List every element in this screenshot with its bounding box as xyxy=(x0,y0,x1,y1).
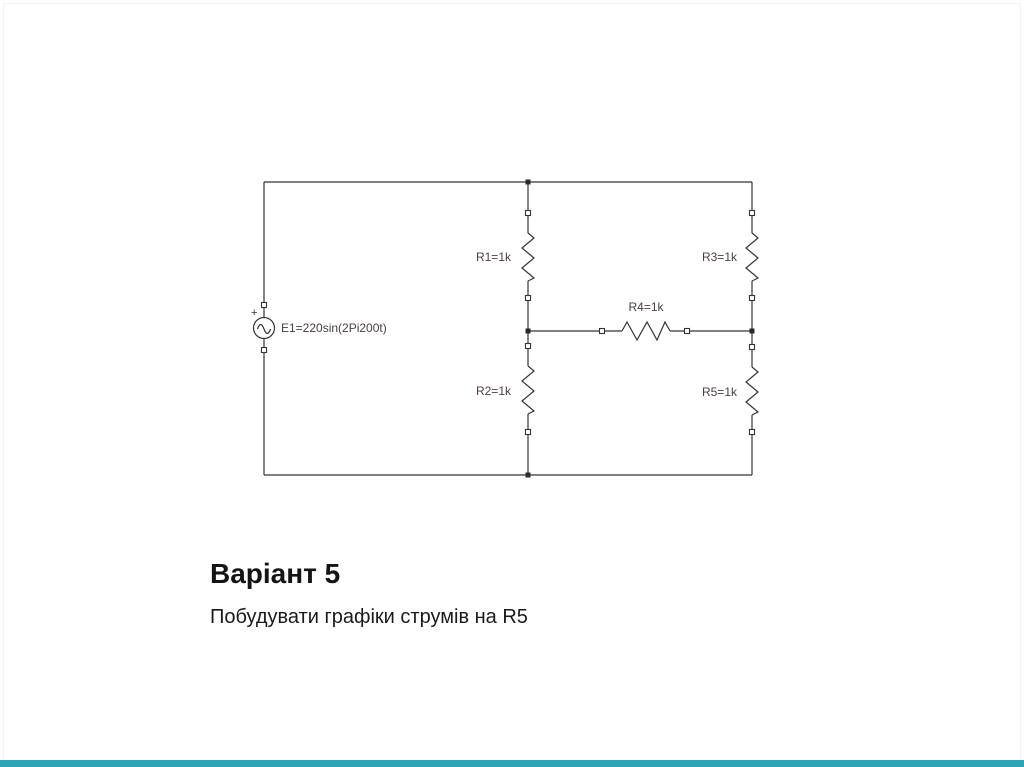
terminal-square xyxy=(748,209,756,217)
resistor-label: R5=1k xyxy=(702,385,738,399)
resistor-zigzag-icon xyxy=(621,320,671,342)
terminal-square xyxy=(524,428,532,436)
junction-dot xyxy=(525,328,531,334)
resistor-zigzag-icon xyxy=(745,232,760,282)
terminal-square xyxy=(260,346,268,354)
resistor-R2: R2=1k xyxy=(476,342,536,436)
sine-wave-icon xyxy=(256,323,272,335)
junction-dot xyxy=(525,472,531,478)
slide-title: Варіант 5 xyxy=(210,558,341,589)
resistor-R5: R5=1k xyxy=(702,343,760,436)
resistor-label: R3=1k xyxy=(702,250,738,264)
terminal-square xyxy=(260,301,268,309)
terminal-square xyxy=(524,209,532,217)
resistor-R1: R1=1k xyxy=(476,209,536,302)
resistor-zigzag-icon xyxy=(745,366,760,416)
resistor-label: R4=1k xyxy=(628,300,664,314)
terminal-square xyxy=(748,428,756,436)
bottom-accent-bar xyxy=(0,760,1024,767)
junction-dot xyxy=(749,328,755,334)
resistor-R3: R3=1k xyxy=(702,209,760,302)
junction-dots xyxy=(525,179,755,478)
terminal-square xyxy=(524,294,532,302)
terminal-square xyxy=(524,342,532,350)
voltage-source-E1: + E1=220sin(2Pi200t) xyxy=(251,301,387,354)
resistor-label: R2=1k xyxy=(476,384,512,398)
source-polarity-plus: + xyxy=(251,307,257,319)
resistor-R4: R4=1k xyxy=(598,300,691,342)
resistor-zigzag-icon xyxy=(521,232,536,282)
resistor-zigzag-icon xyxy=(521,365,536,415)
terminal-square xyxy=(598,327,606,335)
terminal-square xyxy=(683,327,691,335)
circuit-wires xyxy=(263,181,753,476)
terminal-square xyxy=(748,343,756,351)
slide-subtitle: Побудувати графіки струмів на R5 xyxy=(210,606,528,628)
terminal-square xyxy=(748,294,756,302)
junction-dot xyxy=(525,179,531,185)
resistor-label: R1=1k xyxy=(476,250,512,264)
source-label: E1=220sin(2Pi200t) xyxy=(281,321,387,335)
